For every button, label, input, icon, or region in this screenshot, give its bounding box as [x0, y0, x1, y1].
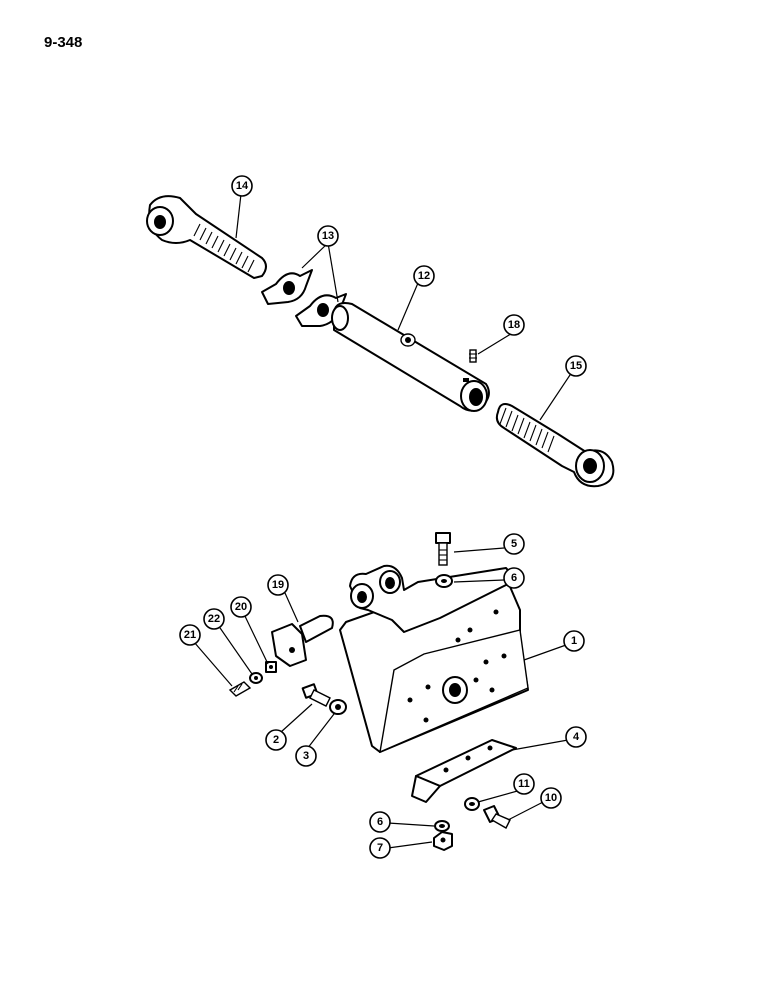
svg-text:4: 4: [573, 731, 580, 743]
lower-washer-part: [434, 820, 450, 832]
callout-14: 14: [231, 175, 253, 197]
lock-washer-pair-part: [261, 269, 347, 327]
leader-lines: [193, 193, 573, 849]
middle-nut-part: [329, 699, 347, 715]
svg-text:11: 11: [518, 778, 530, 790]
svg-text:13: 13: [322, 230, 334, 242]
callout-5: 5: [503, 533, 525, 555]
lower-right-bolt-part: [483, 805, 511, 829]
svg-text:20: 20: [235, 601, 247, 613]
svg-text:6: 6: [511, 572, 517, 584]
small-nut-part: [265, 661, 277, 673]
middle-bolt-part: [301, 683, 331, 707]
callout-1: 1: [563, 630, 585, 652]
svg-text:12: 12: [418, 270, 430, 282]
svg-text:19: 19: [272, 579, 284, 591]
lower-nut-part: [433, 831, 453, 851]
callout-2: 2: [265, 729, 287, 751]
callout-7: 7: [369, 837, 391, 859]
callout-11: 11: [513, 773, 535, 795]
small-bolt-part: [228, 681, 252, 697]
svg-text:5: 5: [511, 538, 517, 550]
rod-end-left-part: [146, 195, 267, 279]
small-washer-part: [249, 672, 263, 684]
callout-21: 21: [179, 624, 201, 646]
upper-washer-part: [435, 574, 453, 588]
svg-text:21: 21: [184, 629, 196, 641]
grease-fitting-part: [469, 349, 477, 363]
callout-6-upper: 6: [503, 567, 525, 589]
page-number-label: 9-348: [44, 34, 83, 51]
callout-18: 18: [503, 314, 525, 336]
svg-text:15: 15: [570, 360, 582, 372]
svg-text:1: 1: [571, 635, 577, 647]
angle-plate-part: [411, 739, 517, 803]
svg-text:3: 3: [303, 750, 309, 762]
svg-text:2: 2: [273, 734, 279, 746]
svg-text:6: 6: [377, 816, 383, 828]
callout-19: 19: [267, 574, 289, 596]
mounting-bracket-part: [339, 564, 529, 754]
svg-text:10: 10: [545, 792, 557, 804]
svg-text:18: 18: [508, 319, 520, 331]
callout-13: 13: [317, 225, 339, 247]
top-bolt-part: [435, 532, 451, 566]
svg-text:7: 7: [377, 842, 383, 854]
rod-end-right-part: [495, 403, 615, 488]
svg-text:14: 14: [236, 180, 249, 192]
callout-12: 12: [413, 265, 435, 287]
callout-22: 22: [203, 608, 225, 630]
pin-plate-part: [271, 614, 334, 667]
callout-3: 3: [295, 745, 317, 767]
callout-15: 15: [565, 355, 587, 377]
callout-10: 10: [540, 787, 562, 809]
adjusting-tube-part: [331, 302, 490, 412]
lower-right-washer-part: [464, 797, 480, 811]
callout-6-lower: 6: [369, 811, 391, 833]
svg-text:22: 22: [208, 613, 220, 625]
callout-4: 4: [565, 726, 587, 748]
callout-20: 20: [230, 596, 252, 618]
